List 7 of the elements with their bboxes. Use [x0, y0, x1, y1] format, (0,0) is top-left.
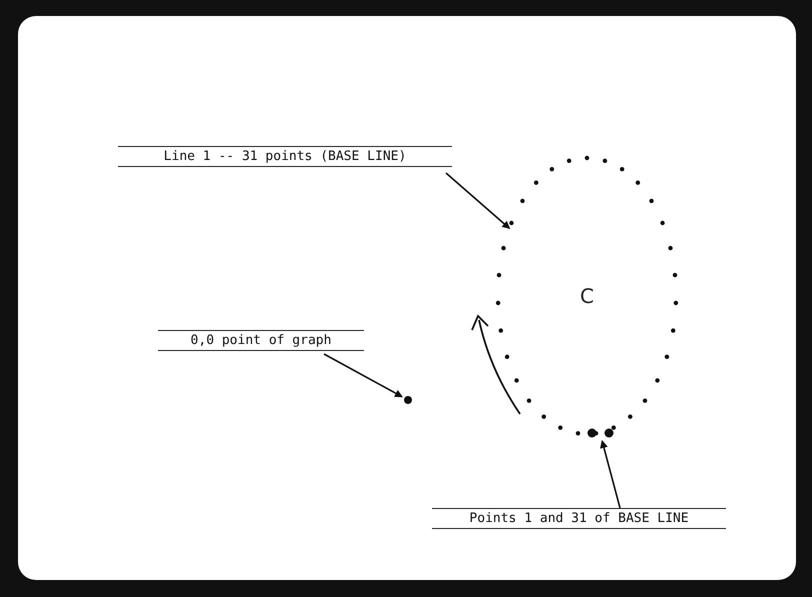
leader-line: [324, 353, 403, 398]
leader-line: [600, 440, 621, 508]
center-label: C: [580, 284, 594, 308]
callout-label: Points 1 and 31 of BASE LINE: [432, 508, 726, 529]
callout-label: Line 1 -- 31 points (BASE LINE): [118, 146, 452, 167]
callout-label: 0,0 point of graph: [158, 330, 364, 351]
leader-line: [445, 172, 510, 229]
